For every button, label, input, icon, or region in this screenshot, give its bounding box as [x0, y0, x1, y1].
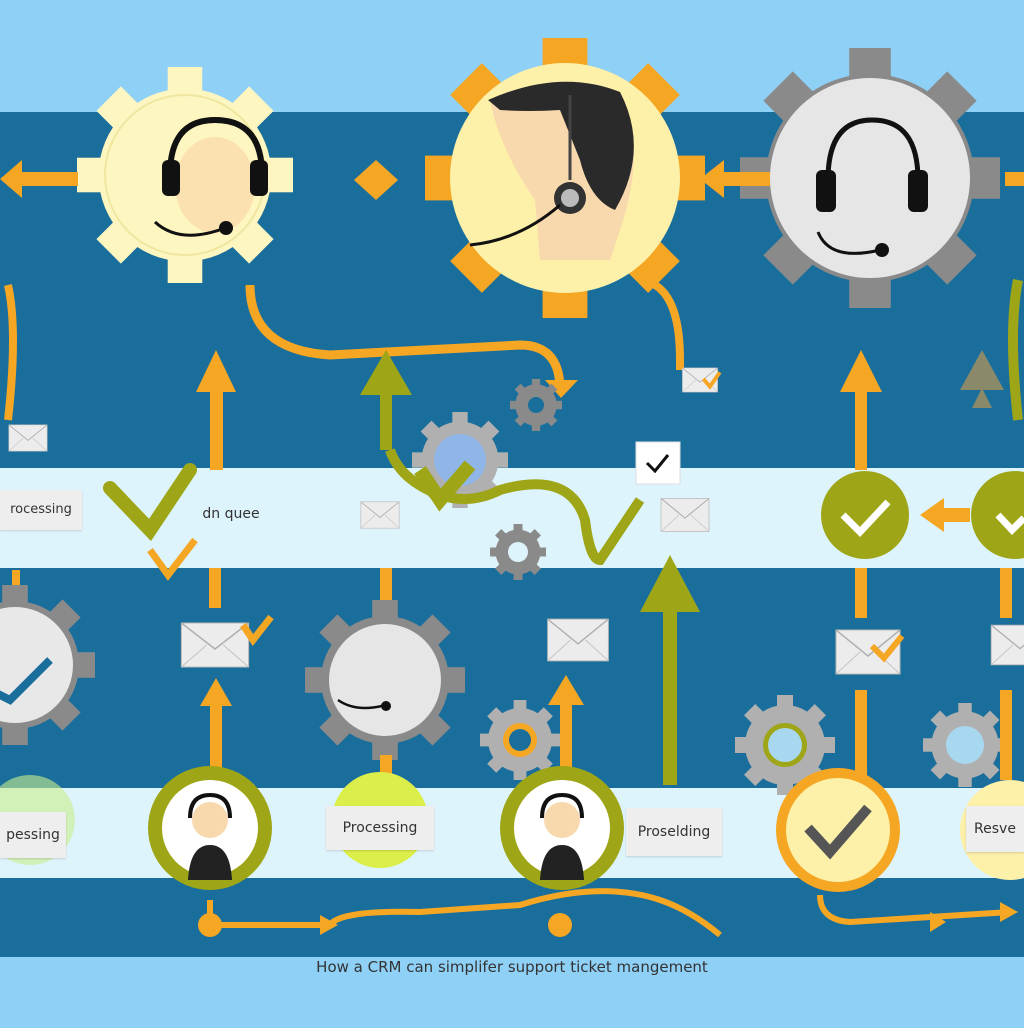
checkmark-icon	[776, 768, 900, 892]
connector-line	[1008, 279, 1023, 421]
envelope-icon	[660, 497, 710, 533]
arrow-icon	[1005, 172, 1024, 186]
envelope-icon	[835, 629, 905, 675]
status-label-resolved: Resve	[966, 806, 1024, 852]
arrow-icon	[930, 912, 946, 932]
envelope-icon	[8, 424, 48, 452]
olive-flow-path	[385, 448, 645, 566]
envelope-icon	[360, 501, 400, 529]
gear-icon	[412, 412, 508, 508]
connector-line	[245, 284, 565, 391]
caption-background	[0, 957, 1024, 1024]
gear-icon	[735, 695, 835, 795]
arrow-icon	[700, 160, 770, 198]
checkbox-icon	[635, 441, 681, 485]
arrow-icon	[640, 555, 700, 785]
arrow-icon	[960, 350, 1004, 408]
checkmark-icon	[821, 471, 909, 559]
envelope-icon	[180, 614, 274, 668]
status-label-processing: Processing	[326, 806, 434, 850]
checkmark-icon	[147, 537, 198, 581]
status-label-in-queue: dn quee	[202, 506, 260, 522]
gear-icon	[740, 48, 1000, 308]
connector-line	[207, 888, 1011, 938]
arrow-icon	[840, 350, 882, 470]
arrow-icon	[545, 380, 578, 398]
headset-agent-icon	[153, 116, 268, 237]
gear-icon	[490, 524, 546, 580]
status-label-proselding: Proselding	[626, 808, 722, 856]
headset-agent-icon	[500, 766, 624, 890]
gear-icon	[923, 703, 1007, 787]
arrow-icon	[548, 675, 584, 775]
diagram-caption: How a CRM can simplifer support ticket m…	[316, 958, 708, 976]
arrow-icon	[0, 160, 78, 198]
arrow-icon	[360, 350, 412, 450]
node-dot	[198, 913, 222, 937]
gear-icon	[305, 600, 465, 760]
checkmark-icon	[971, 471, 1024, 559]
headset-agent-icon	[469, 81, 634, 260]
checkmark-icon	[103, 463, 197, 542]
envelope-icon	[546, 618, 610, 662]
headset-agent-icon	[148, 766, 272, 890]
gear-icon	[0, 585, 95, 745]
connector-line	[4, 284, 17, 421]
gear-icon	[510, 379, 562, 431]
arrow-icon	[200, 678, 232, 770]
connector-line	[652, 281, 684, 370]
status-label-processing: rocessing	[0, 490, 82, 530]
arrow-icon	[1000, 902, 1018, 922]
arrow-icon	[196, 350, 236, 470]
node-dot	[548, 913, 572, 937]
envelope-icon	[681, 367, 722, 393]
envelope-icon	[990, 624, 1024, 666]
arrow-icon	[920, 498, 970, 532]
gear-icon	[480, 700, 560, 780]
arrow-icon	[320, 915, 338, 935]
diamond-marker	[354, 160, 398, 200]
headset-agent-icon	[816, 117, 928, 257]
status-label-processing: pessing	[0, 812, 66, 858]
